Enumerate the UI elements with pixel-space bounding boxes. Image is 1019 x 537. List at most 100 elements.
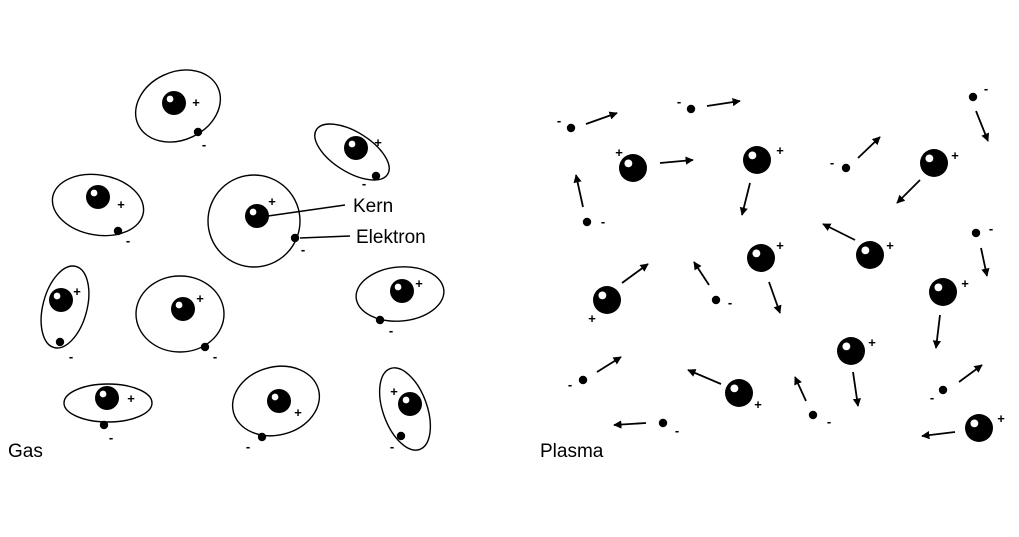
gas-panel-title: Gas bbox=[8, 441, 43, 462]
electron bbox=[582, 217, 592, 227]
electron-orbit bbox=[40, 265, 90, 349]
negative-charge-sign: - bbox=[301, 242, 305, 257]
motion-arrow bbox=[932, 314, 942, 349]
plasma-free-electron: - bbox=[573, 174, 605, 229]
electron-orbit bbox=[355, 266, 445, 322]
plasma-ion: + bbox=[588, 263, 649, 326]
nucleus bbox=[390, 279, 414, 303]
motion-arrow bbox=[852, 371, 862, 407]
electron-orbit bbox=[135, 275, 225, 353]
nucleus bbox=[162, 91, 186, 115]
negative-charge-sign: - bbox=[213, 349, 217, 364]
electron bbox=[290, 233, 300, 243]
positive-charge-sign: + bbox=[615, 145, 623, 160]
nucleus bbox=[837, 337, 865, 365]
electron-orbit bbox=[231, 365, 321, 437]
gas-atom: +- bbox=[134, 69, 222, 152]
electron bbox=[938, 385, 948, 395]
plasma-free-electron: - bbox=[971, 221, 993, 277]
negative-charge-sign: - bbox=[389, 323, 393, 338]
label-layer: Kern Elektron Gas Plasma bbox=[8, 196, 604, 462]
electron-orbit bbox=[207, 174, 301, 268]
electron bbox=[396, 431, 406, 441]
negative-charge-sign: - bbox=[601, 214, 605, 229]
positive-charge-sign: + bbox=[951, 148, 959, 163]
nucleus bbox=[920, 149, 948, 177]
gas-panel: +-+-+-+-+-+-+-+-+-+- bbox=[40, 69, 445, 454]
positive-charge-sign: + bbox=[415, 276, 423, 291]
motion-arrow bbox=[706, 98, 741, 107]
plasma-ion: + bbox=[739, 143, 784, 216]
nucleus bbox=[743, 146, 771, 174]
electron bbox=[99, 420, 109, 430]
motion-arrow bbox=[573, 174, 584, 208]
negative-charge-sign: - bbox=[728, 295, 732, 310]
negative-charge-sign: - bbox=[568, 377, 572, 392]
motion-arrow bbox=[659, 156, 694, 165]
negative-charge-sign: - bbox=[126, 233, 130, 248]
plasma-free-electron: - bbox=[794, 376, 831, 429]
electron-orbit bbox=[51, 173, 145, 237]
positive-charge-sign: + bbox=[997, 411, 1005, 426]
plasma-ion: + bbox=[896, 148, 959, 204]
nucleus bbox=[171, 297, 195, 321]
plasma-free-electron: - bbox=[557, 111, 618, 133]
negative-charge-sign: - bbox=[109, 430, 113, 445]
motion-arrow bbox=[958, 364, 983, 383]
electron bbox=[971, 228, 981, 238]
plasma-ion: + bbox=[615, 145, 694, 182]
nucleus bbox=[49, 288, 73, 312]
negative-charge-sign: - bbox=[675, 423, 679, 438]
negative-charge-sign: - bbox=[677, 94, 681, 109]
motion-arrow bbox=[693, 261, 710, 286]
electron bbox=[113, 226, 123, 236]
gas-atom: +- bbox=[135, 275, 225, 364]
electron bbox=[55, 337, 65, 347]
nucleus bbox=[747, 244, 775, 272]
positive-charge-sign: + bbox=[268, 194, 276, 209]
electron bbox=[841, 163, 851, 173]
nucleus bbox=[95, 386, 119, 410]
gas-atom: +- bbox=[231, 365, 321, 454]
electron bbox=[578, 375, 588, 385]
gas-atom: +- bbox=[63, 383, 153, 445]
nucleus-label: Kern bbox=[353, 196, 393, 217]
positive-charge-sign: + bbox=[886, 238, 894, 253]
positive-charge-sign: + bbox=[961, 276, 969, 291]
gas-atom: +- bbox=[207, 174, 305, 268]
electron bbox=[371, 171, 381, 181]
plasma-ion: + bbox=[687, 369, 762, 412]
nucleus bbox=[344, 136, 368, 160]
negative-charge-sign: - bbox=[362, 176, 366, 191]
positive-charge-sign: + bbox=[754, 397, 762, 412]
gas-atom: +- bbox=[378, 367, 432, 454]
motion-arrow bbox=[739, 182, 751, 216]
electron-orbit bbox=[378, 367, 432, 451]
negative-charge-sign: - bbox=[930, 390, 934, 405]
electron bbox=[686, 104, 696, 114]
negative-charge-sign: - bbox=[989, 221, 993, 236]
gas-atom: +- bbox=[355, 266, 445, 338]
electron-orbit bbox=[63, 383, 153, 423]
plasma-free-electron: - bbox=[693, 261, 732, 310]
plasma-ion: + bbox=[921, 411, 1005, 442]
negative-charge-sign: - bbox=[202, 137, 206, 152]
motion-arrow bbox=[621, 263, 649, 284]
positive-charge-sign: + bbox=[192, 95, 200, 110]
nucleus bbox=[593, 286, 621, 314]
motion-arrow bbox=[596, 356, 622, 373]
plasma-panel: ++++++++++----------- bbox=[557, 81, 1005, 442]
electron bbox=[375, 315, 385, 325]
negative-charge-sign: - bbox=[557, 113, 561, 128]
positive-charge-sign: + bbox=[73, 284, 81, 299]
gas-atom: +- bbox=[314, 123, 390, 191]
plasma-free-electron: - bbox=[930, 364, 983, 405]
plasma-free-electron: - bbox=[613, 418, 679, 438]
gas-atom: +- bbox=[40, 265, 90, 364]
nucleus bbox=[86, 185, 110, 209]
negative-charge-sign: - bbox=[830, 155, 834, 170]
electron bbox=[968, 92, 978, 102]
nucleus bbox=[929, 278, 957, 306]
nucleus bbox=[619, 154, 647, 182]
